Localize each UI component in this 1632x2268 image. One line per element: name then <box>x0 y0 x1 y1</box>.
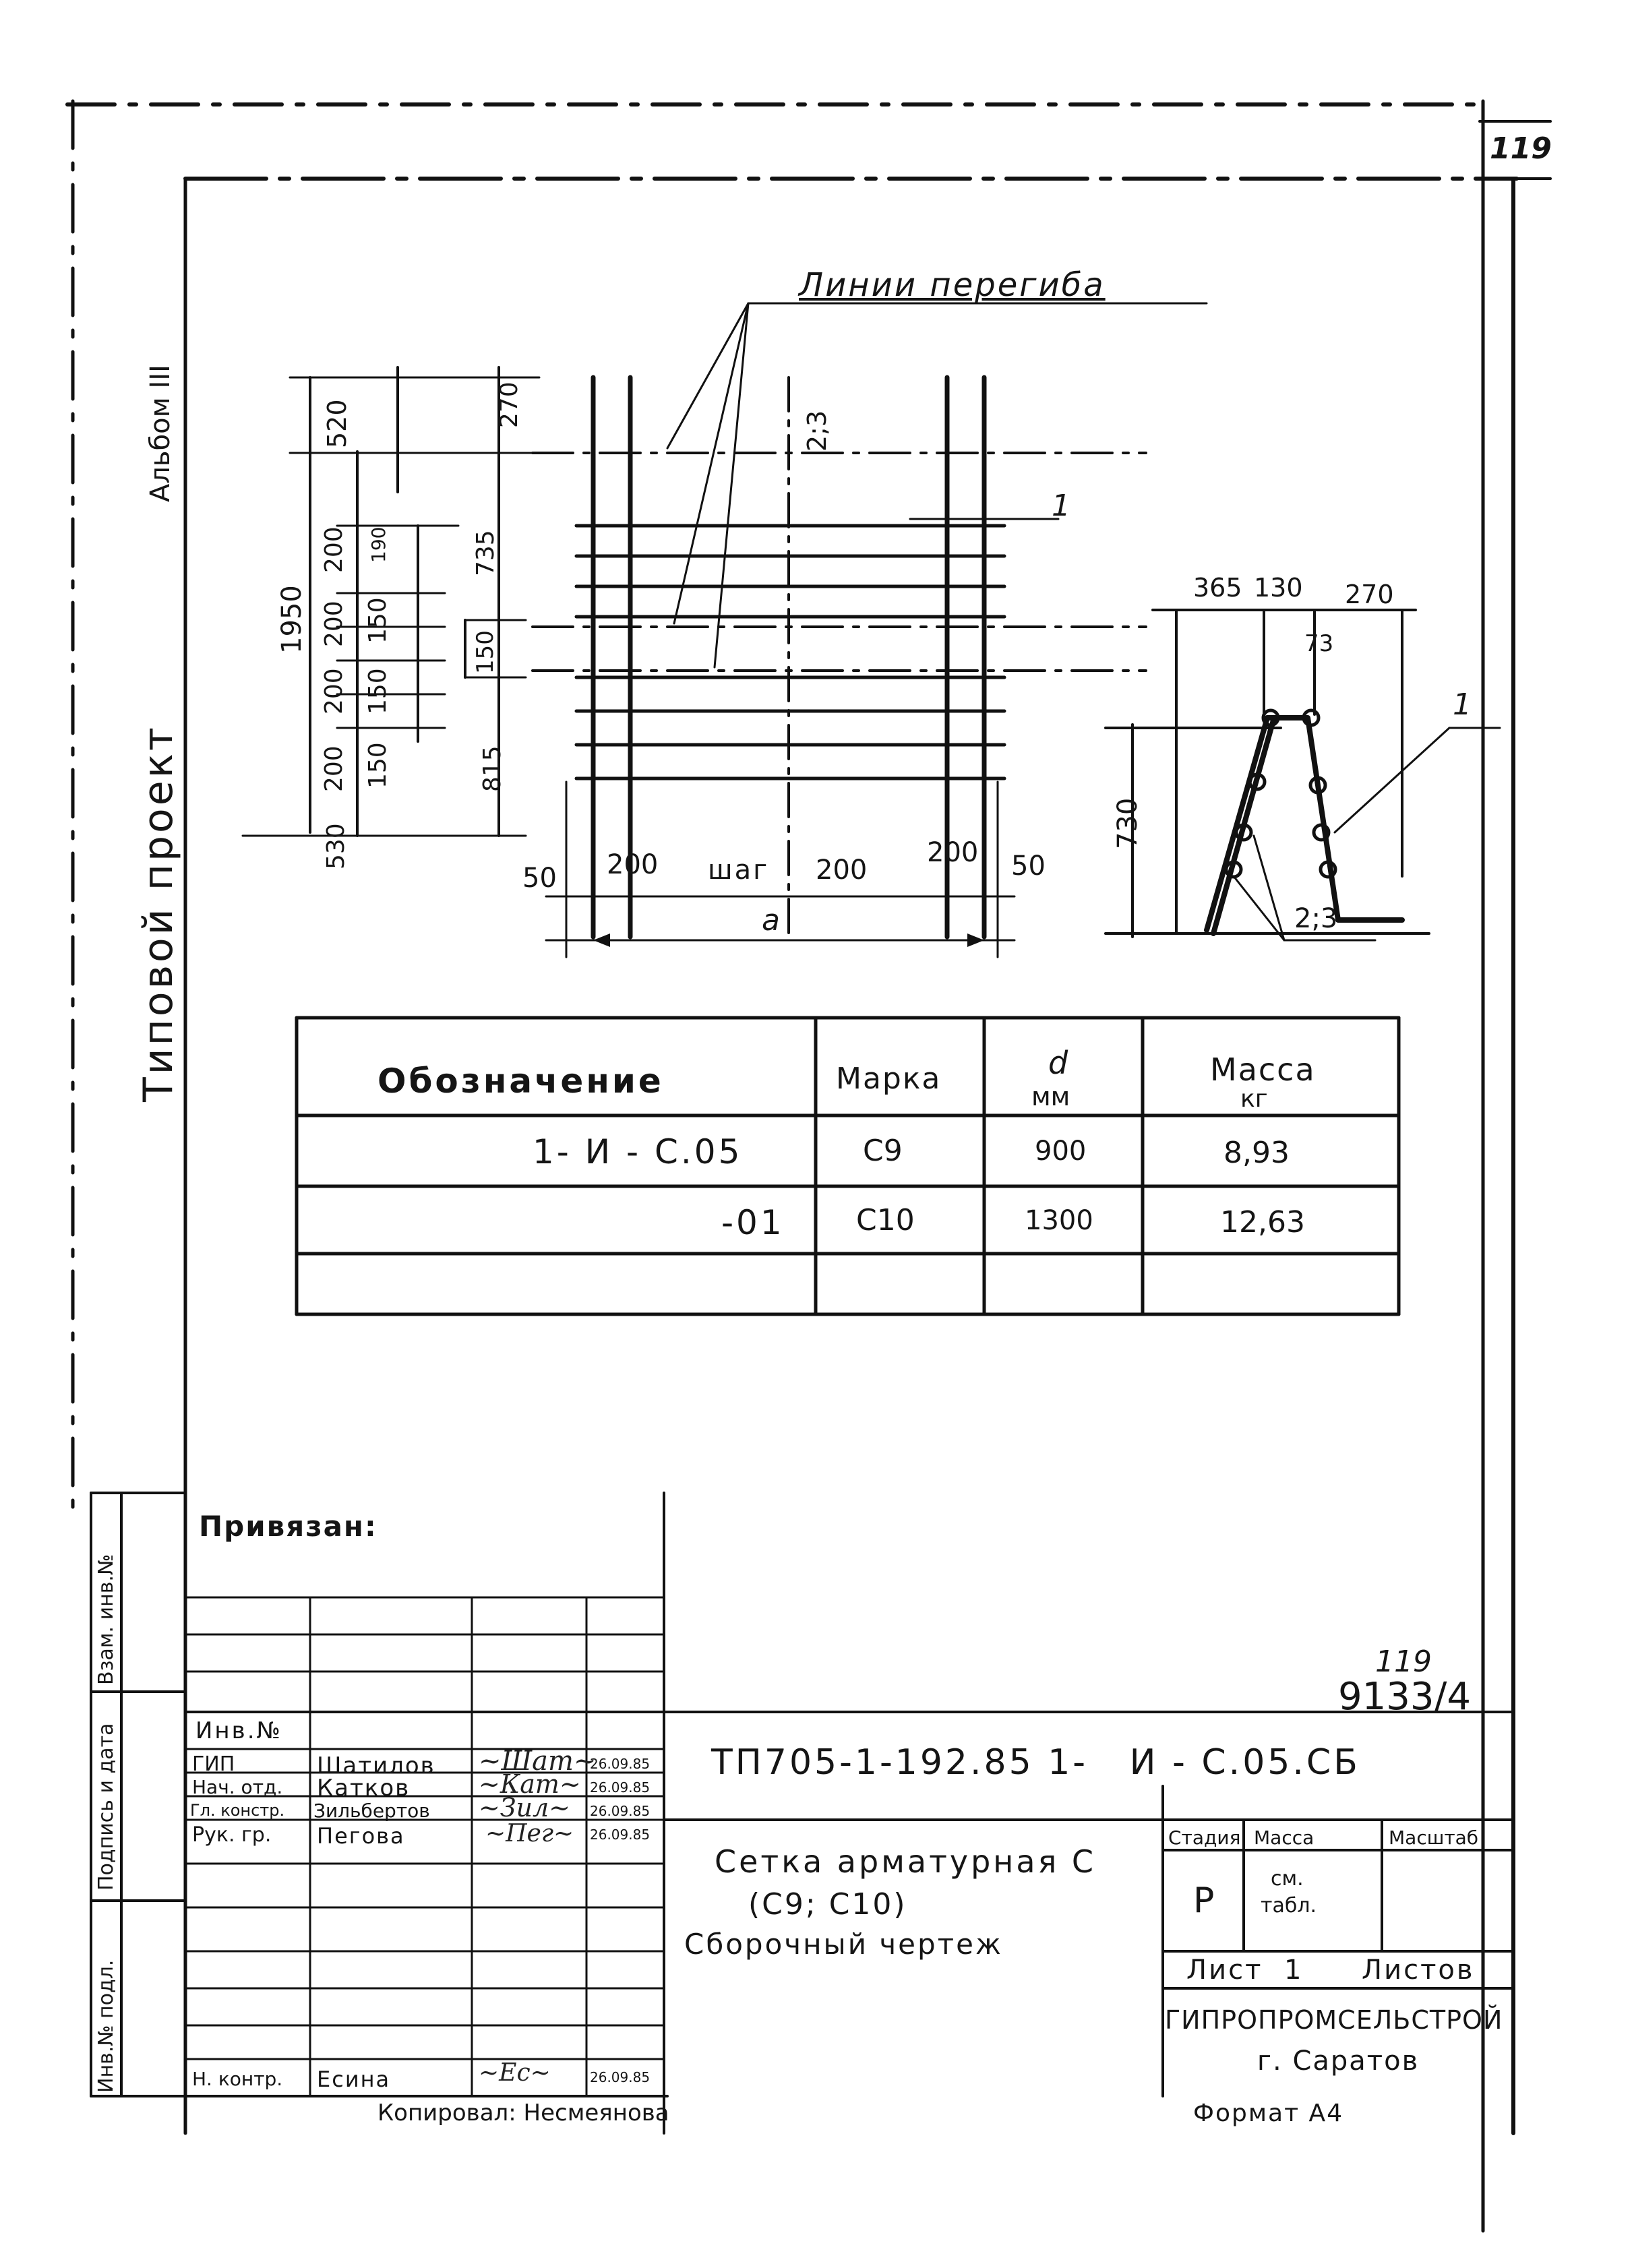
dim-50-left: 50 <box>522 863 557 894</box>
doc-title-line-3: Сборочный чертеж <box>684 1928 1003 1961</box>
dim-150-d: 150 <box>364 742 392 789</box>
project-label: Типовой проект <box>135 725 182 1102</box>
dim-73: 73 <box>1304 630 1334 657</box>
staff-name-3: Зильбертов <box>313 1800 430 1822</box>
staff-role-2: Нач. отд. <box>192 1776 283 1798</box>
table-header-designation: Обозначение <box>377 1062 664 1101</box>
norm-control-role: Н. контр. <box>192 2068 283 2090</box>
staff-role-4: Рук. гр. <box>192 1823 272 1847</box>
dim-200-right: 200 <box>927 837 979 868</box>
position-2-3-section: 2;3 <box>1294 903 1338 934</box>
staff-name-2: Катков <box>317 1775 411 1802</box>
inventory-top: 119 <box>1375 1645 1432 1679</box>
signature-norm-control: ~Ес~ <box>479 2059 551 2087</box>
signature-3: ~Зил~ <box>479 1793 571 1822</box>
position-2-3-top: 2;3 <box>802 410 832 452</box>
table-row-1-designation: 1- И - С.05 <box>533 1132 743 1171</box>
table-header-d-unit: мм <box>1031 1082 1070 1111</box>
organization-name: ГИПРОПРОМСЕЛЬСТРОЙ <box>1165 2005 1503 2035</box>
dim-200-b: 200 <box>320 601 348 647</box>
signature-2: ~Кат~ <box>479 1769 581 1799</box>
position-1-section: 1 <box>1453 687 1472 722</box>
dim-200-a: 200 <box>320 526 348 573</box>
table-row-2-mark: С10 <box>856 1203 915 1237</box>
dim-1950: 1950 <box>276 585 307 654</box>
table-header-mark: Марка <box>836 1062 942 1096</box>
stage-value: Р <box>1193 1880 1215 1921</box>
table-header-d: d <box>1048 1045 1068 1081</box>
step-value: 200 <box>816 855 868 886</box>
side-inv-original: Инв.№ подл. <box>94 1959 118 2093</box>
dim-200-c: 200 <box>320 668 348 714</box>
dim-150-b: 150 <box>472 630 499 674</box>
inventory-number: 9133/4 <box>1338 1675 1472 1719</box>
table-row-1-mark: С9 <box>863 1134 903 1168</box>
dim-200-d: 200 <box>320 745 348 792</box>
mass-value-2: табл. <box>1261 1894 1317 1918</box>
dim-200-left: 200 <box>607 849 659 880</box>
dim-190: 190 <box>367 526 390 563</box>
dim-730: 730 <box>1112 797 1143 849</box>
norm-control-date: 26.09.85 <box>590 2069 651 2085</box>
table-row-1-d: 900 <box>1035 1136 1087 1167</box>
dim-150-c: 150 <box>364 668 392 714</box>
dim-270-section: 270 <box>1345 580 1394 609</box>
staff-role-3: Гл. констр. <box>190 1801 285 1820</box>
staff-name-4: Пегова <box>317 1823 405 1849</box>
dim-815: 815 <box>479 745 506 792</box>
stage-label: Стадия <box>1168 1827 1241 1849</box>
document-code: ТП705-1-192.85 1- И - С.05.СБ <box>711 1742 1360 1783</box>
album-label: Альбом III <box>145 365 176 502</box>
dim-50-right: 50 <box>1011 851 1046 882</box>
table-header-mass-unit: кг <box>1240 1085 1268 1113</box>
attached-label: Привязан: <box>199 1510 377 1543</box>
sheets-label: Листов <box>1362 1955 1475 1986</box>
bend-lines-label: Линии перегиба <box>799 266 1106 304</box>
table-row-2-designation: -01 <box>721 1203 785 1242</box>
staff-date-4: 26.09.85 <box>590 1827 651 1843</box>
mass-label: Масса <box>1254 1827 1314 1849</box>
dim-365: 365 <box>1193 573 1242 603</box>
copied-by: Копировал: Несмеянова <box>377 2100 669 2126</box>
table-row-2-d: 1300 <box>1025 1205 1093 1236</box>
staff-role-1: ГИП <box>192 1752 235 1776</box>
table-header-mass: Масса <box>1210 1051 1316 1088</box>
dim-130: 130 <box>1254 573 1303 603</box>
sheet-value: 1 <box>1284 1955 1302 1986</box>
norm-control-name: Есина <box>317 2066 391 2092</box>
staff-date-1: 26.09.85 <box>590 1756 651 1772</box>
side-signature-date: Подпись и дата <box>94 1723 118 1891</box>
position-1-top: 1 <box>1052 489 1070 523</box>
staff-date-2: 26.09.85 <box>590 1779 651 1796</box>
table-row-2-mass: 12,63 <box>1220 1205 1305 1239</box>
organization-city: г. Саратов <box>1257 2046 1420 2077</box>
inv-number-label: Инв.№ <box>195 1717 282 1744</box>
scale-label: Масштаб <box>1389 1827 1479 1849</box>
signature-1: ~Шат~ <box>479 1746 597 1777</box>
step-label: шаг <box>708 855 770 886</box>
dim-735: 735 <box>472 530 500 576</box>
dim-a: a <box>762 903 780 938</box>
mass-value-1: см. <box>1271 1867 1304 1891</box>
dim-530: 530 <box>322 823 350 869</box>
table-row-1-mass: 8,93 <box>1223 1136 1290 1170</box>
paper-format: Формат А4 <box>1193 2100 1344 2127</box>
doc-title-line-2: (С9; С10) <box>748 1887 907 1922</box>
staff-name-1: Шатилов <box>317 1752 435 1779</box>
sheet-label: Лист <box>1186 1955 1263 1986</box>
signature-4: ~Пег~ <box>485 1820 574 1847</box>
sheet-number: 119 <box>1490 131 1552 166</box>
side-replaced-inv: Взам. инв.№ <box>94 1554 118 1685</box>
dim-150-a: 150 <box>364 597 392 644</box>
dim-520: 520 <box>322 399 352 448</box>
staff-date-3: 26.09.85 <box>590 1803 651 1819</box>
doc-title-line-1: Сетка арматурная С <box>715 1843 1096 1880</box>
dim-270: 270 <box>495 381 523 428</box>
